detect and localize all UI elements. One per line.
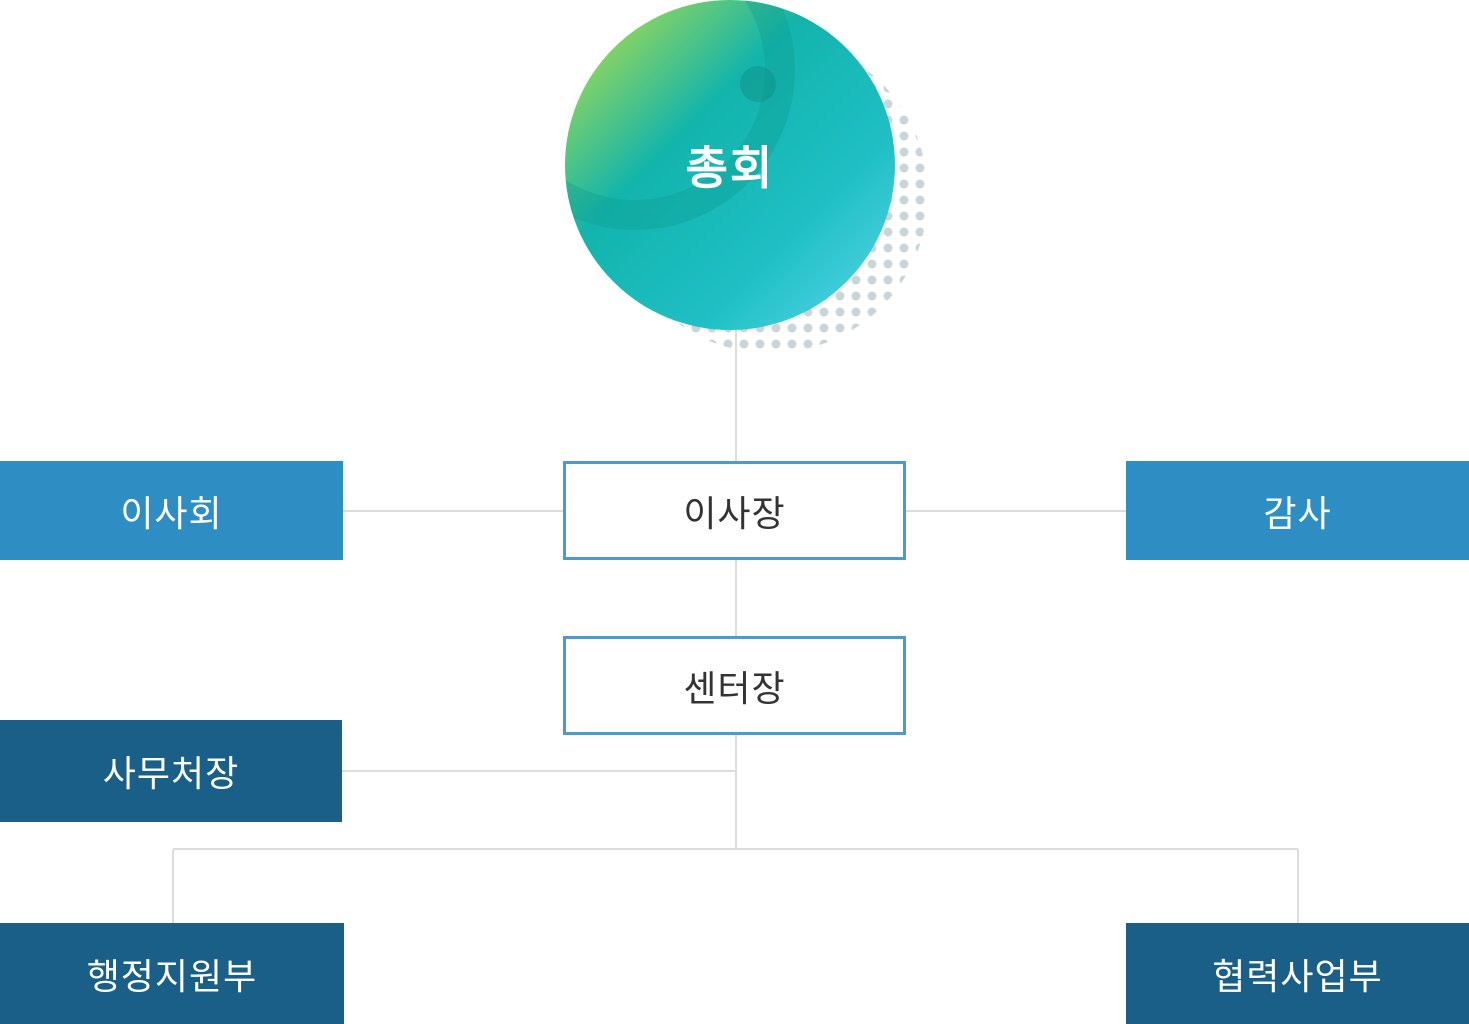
general-assembly-node: 총회 [560, 0, 940, 350]
chairman-box: 이사장 [563, 461, 906, 560]
center-director-box: 센터장 [563, 636, 906, 735]
auditor-box: 감사 [1126, 461, 1469, 560]
board-box: 이사회 [0, 461, 343, 560]
general-assembly-label: 총회 [565, 0, 895, 330]
secretary-general-box: 사무처장 [0, 720, 342, 822]
admin-support-box: 행정지원부 [0, 923, 344, 1024]
cooperation-business-box: 협력사업부 [1126, 923, 1469, 1024]
